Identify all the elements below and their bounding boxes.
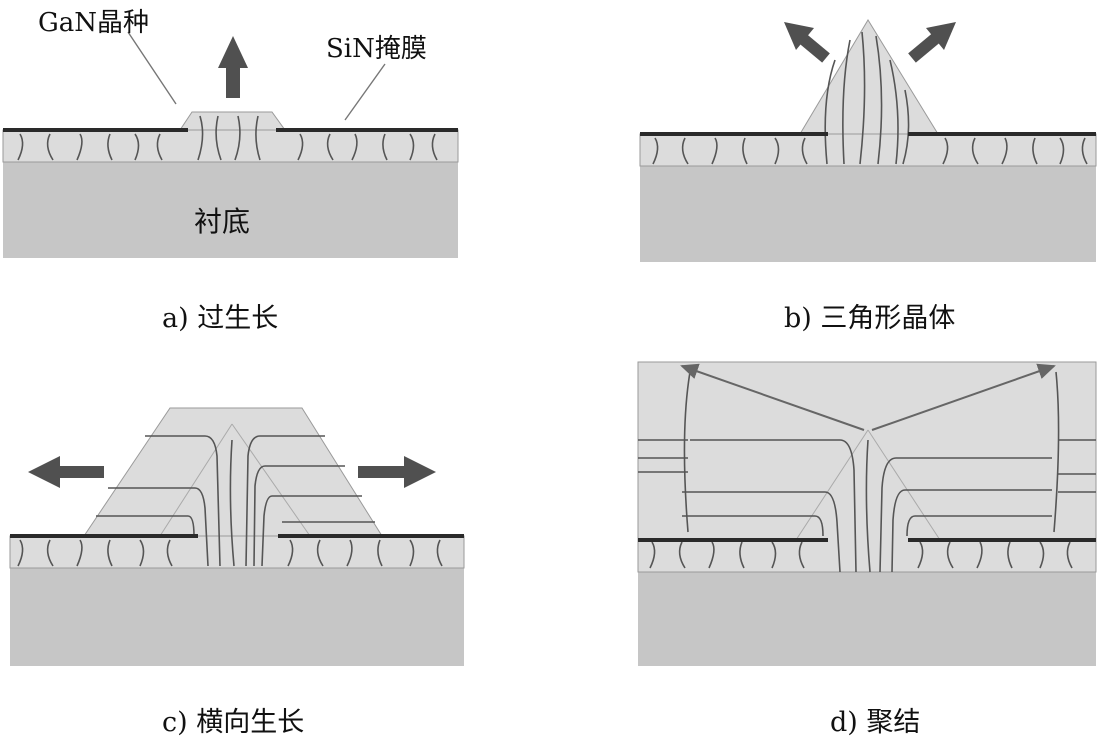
panel-b-triangle-crystal xyxy=(799,19,939,135)
panel-c-arrow-right xyxy=(358,456,436,488)
panel-a-overgrowth xyxy=(2,31,459,258)
panel-c-lateral xyxy=(9,407,465,666)
panel-a-substrate xyxy=(3,162,458,258)
panel-b-arrow-upleft xyxy=(784,22,830,63)
panel-a-dislocations xyxy=(17,115,438,161)
panel-d-arrow-right xyxy=(871,363,1056,431)
panel-c-substrate xyxy=(10,568,464,666)
panel-c-dislocations xyxy=(17,435,443,567)
panel-a-up-arrow xyxy=(218,36,248,98)
panel-c-facets xyxy=(159,423,311,537)
panel-a-substrate-label: 衬底 xyxy=(194,205,251,238)
panel-a-mask-label: SiN掩膜 xyxy=(326,34,427,64)
panel-a-seed xyxy=(179,111,286,131)
panel-d-caption: d) 聚结 xyxy=(830,707,921,738)
panel-c-caption: c) 横向生长 xyxy=(162,707,305,738)
panel-a-seed-label: GaN晶种 xyxy=(38,8,150,38)
panel-d-arrow-left xyxy=(680,363,865,431)
panel-b-gan-layer xyxy=(639,133,1097,167)
panel-a-caption: a) 过生长 xyxy=(162,303,279,334)
panel-d-facets xyxy=(795,429,941,541)
panel-d-coalescence xyxy=(637,361,1097,666)
panel-a-gan-layer xyxy=(2,129,459,163)
panel-a-seed-pointer xyxy=(127,31,177,105)
panel-b-dislocations xyxy=(652,31,1088,165)
panel-d-substrate xyxy=(638,572,1096,666)
panel-a-mask-pointer xyxy=(344,63,386,121)
panel-b-triangle xyxy=(639,19,1097,262)
panel-d-dislocations xyxy=(638,371,1096,573)
panel-c-gan-layer xyxy=(9,535,465,569)
panel-b-arrow-upright xyxy=(908,22,956,63)
panel-b-caption: b) 三角形晶体 xyxy=(784,303,956,334)
panel-b-substrate xyxy=(640,166,1096,262)
panel-c-arrow-left xyxy=(28,456,104,488)
